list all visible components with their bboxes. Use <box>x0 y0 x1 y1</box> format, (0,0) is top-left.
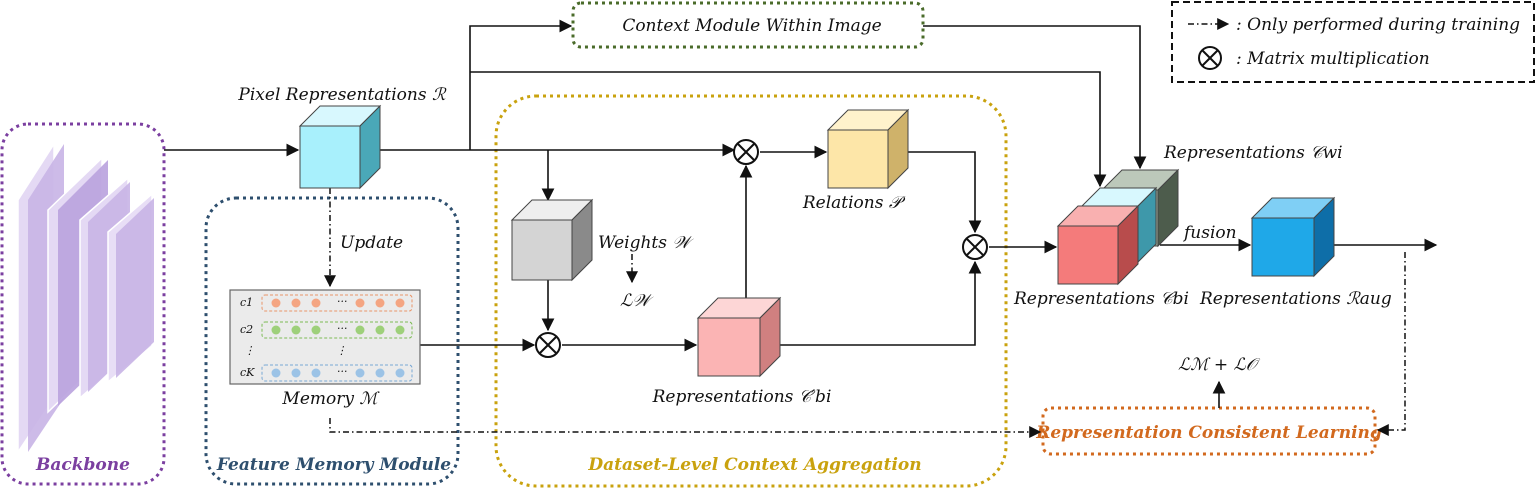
relations-cube <box>826 108 910 190</box>
svg-text:⋮: ⋮ <box>244 344 255 357</box>
memory-row-c1: c1 ··· <box>240 294 413 312</box>
loss-w-label: ℒ𝒲 <box>620 291 654 311</box>
pixel-representations-cube <box>298 104 382 190</box>
loss-mo-label: ℒℳ + ℒ𝒪 <box>1178 355 1261 375</box>
dataset-context-module: Dataset-Level Context Aggregation <box>494 94 1008 488</box>
svg-text:⋮: ⋮ <box>336 344 347 357</box>
memory-row-ck: cK ··· <box>240 364 413 382</box>
weights-cube <box>510 198 594 282</box>
feature-memory-module: Feature Memory Module <box>204 196 460 486</box>
representations-cbi-prime-cube <box>696 296 782 378</box>
legend-matmul-label: : Matrix multiplication <box>1236 49 1430 69</box>
training-connections <box>324 188 1406 438</box>
representations-cwi-label: Representations 𝒞wi <box>1163 143 1343 163</box>
fusion-label: fusion <box>1182 223 1237 243</box>
memory-row-label: c2 <box>240 323 253 336</box>
consistent-learning-title: Representation Consistent Learning <box>1035 423 1382 443</box>
connections <box>164 19 1438 408</box>
backbone-title: Backbone <box>35 455 130 475</box>
representations-cbi-cube <box>1056 204 1140 286</box>
matmul-node-right <box>962 234 988 260</box>
memory-row-label: c1 <box>240 296 253 309</box>
memory-label: Memory ℳ <box>281 389 380 409</box>
svg-text:···: ··· <box>337 295 348 308</box>
matmul-node-lower <box>535 332 561 358</box>
memory-row-c2: c2 ··· <box>240 321 413 339</box>
legend: : Only performed during training : Matri… <box>1171 1 1535 83</box>
feature-memory-title: Feature Memory Module <box>216 455 451 475</box>
representations-cbi-label: Representations 𝒞bi <box>1013 289 1189 309</box>
svg-text:···: ··· <box>337 322 348 335</box>
representations-aug-cube <box>1250 196 1336 278</box>
matmul-node-upper <box>733 139 759 165</box>
context-within-module: Context Module Within Image <box>571 1 925 49</box>
svg-text:···: ··· <box>337 365 348 378</box>
matmul-legend-icon <box>1198 46 1222 70</box>
representations-aug-label: Representations ℛaug <box>1199 289 1392 309</box>
backbone-module: Backbone <box>0 122 166 486</box>
dataset-context-title: Dataset-Level Context Aggregation <box>587 455 921 475</box>
weights-label: Weights 𝒲 <box>598 233 694 253</box>
update-label: Update <box>340 233 403 253</box>
backbone-layers <box>17 141 154 455</box>
representations-cbi-prime-label: Representations 𝒞′bi <box>652 387 832 407</box>
relations-label: Relations 𝒫 <box>802 193 906 213</box>
context-within-title: Context Module Within Image <box>622 16 881 36</box>
consistent-learning-module: Representation Consistent Learning <box>1035 406 1382 456</box>
legend-dashdot-label: : Only performed during training <box>1236 15 1520 35</box>
pixel-representations-label: Pixel Representations ℛ <box>237 85 447 105</box>
memory-row-label: cK <box>240 366 255 379</box>
memory-bank: c1 ··· c2 ··· ⋮ ⋮ cK ··· <box>229 289 421 385</box>
